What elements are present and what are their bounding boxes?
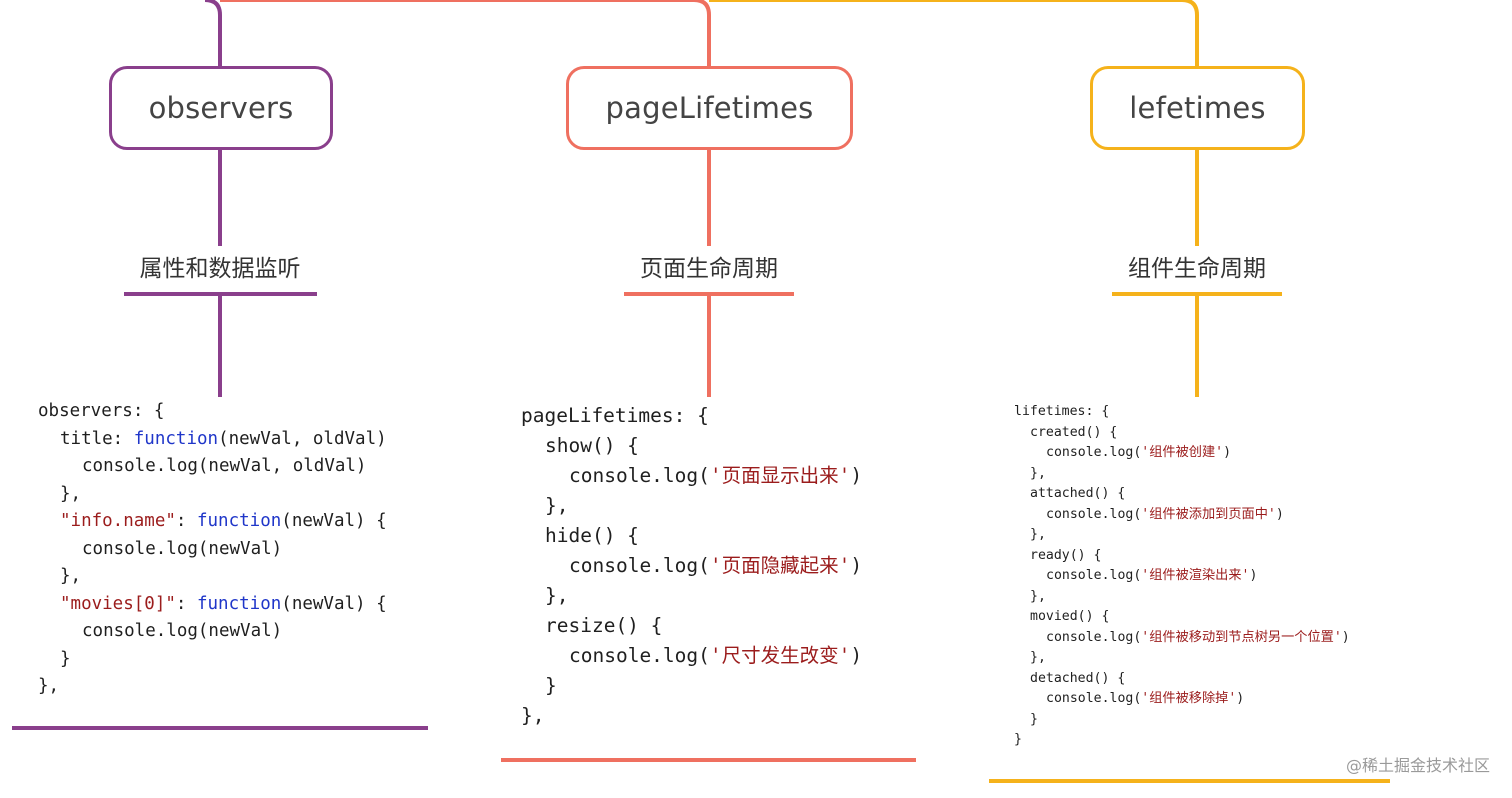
code-line: }, [1030, 650, 1046, 665]
code-line: }, [1030, 527, 1046, 542]
code-line: console.log('页面隐藏起来') [569, 554, 863, 577]
code-block-lefetimes: lifetimes: { created() { console.log('组件被创… [1014, 402, 1350, 751]
code-line: }, [1030, 588, 1046, 604]
code-line: } [60, 648, 71, 669]
code-line: "movies[0]": function(newVal) { [60, 593, 387, 614]
code-line: console.log('组件被移动到节点树另一个位置') [1046, 629, 1350, 645]
code-line: } [545, 674, 557, 697]
code-line: "info.name": function(newVal) { [60, 511, 387, 531]
code-line: console.log('组件被添加到页面中') [1046, 506, 1284, 522]
code-line: } [1014, 732, 1022, 747]
code-line: }, [521, 704, 545, 727]
code-line: hide() { [545, 524, 639, 547]
caption-lefetimes: 组件生命周期 [1128, 256, 1266, 282]
code-block-observers: observers: { title: function(newVal, oldV… [38, 398, 387, 701]
code-line: observers: { [38, 401, 165, 421]
code-line: console.log('尺寸发生改变') [569, 644, 863, 667]
code-line: ready() { [1030, 547, 1102, 563]
code-line: movied() { [1030, 609, 1110, 624]
top-connector [204, 0, 222, 66]
code-line: attached() { [1030, 486, 1126, 501]
node-pageLifetimes: pageLifetimes [566, 66, 853, 150]
code-line: lifetimes: { [1014, 404, 1110, 419]
top-connector [220, 0, 711, 66]
code-line: pageLifetimes: { [521, 404, 709, 427]
code-line: console.log(newVal) [82, 538, 283, 559]
code-line: console.log('组件被渲染出来') [1046, 568, 1258, 583]
code-line: } [1030, 711, 1038, 727]
code-line: }, [38, 676, 60, 696]
code-line: }, [1030, 465, 1046, 481]
code-line: }, [545, 494, 569, 517]
node-lefetimes: lefetimes [1090, 66, 1305, 150]
code-block-pageLifetimes: pageLifetimes: { show() { console.log('页面显… [521, 401, 862, 731]
code-line: }, [60, 566, 82, 586]
top-connector [709, 0, 1199, 66]
node-observers: observers [109, 66, 333, 150]
code-line: console.log('组件被移除掉') [1046, 691, 1245, 706]
code-line: console.log('页面显示出来') [569, 464, 863, 487]
code-line: }, [545, 584, 569, 607]
code-line: console.log(newVal, oldVal) [82, 456, 367, 476]
code-line: console.log('组件被创建') [1046, 445, 1232, 460]
caption-observers: 属性和数据监听 [139, 256, 301, 282]
code-line: title: function(newVal, oldVal) [60, 428, 387, 449]
code-line: resize() { [545, 614, 663, 637]
code-line: console.log(newVal) [82, 621, 283, 641]
code-line: created() { [1030, 424, 1118, 440]
watermark: @稀土掘金技术社区 [1345, 756, 1490, 775]
code-line: show() { [545, 434, 639, 457]
code-line: detached() { [1030, 670, 1126, 686]
caption-pageLifetimes: 页面生命周期 [640, 256, 778, 282]
code-line: }, [60, 483, 82, 504]
